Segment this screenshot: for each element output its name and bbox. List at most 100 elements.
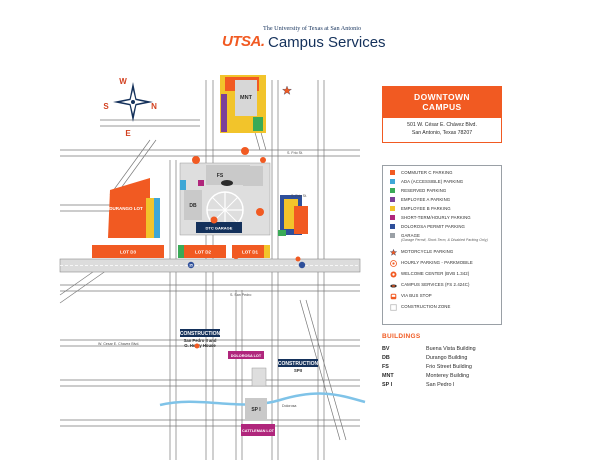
highway-number: 35 [189, 264, 193, 268]
lot-d1[interactable]: LOT D1 [232, 245, 270, 258]
svg-text:O. Henry House: O. Henry House [184, 343, 216, 348]
bus-stop-icon[interactable] [194, 343, 200, 349]
construction-zone-1[interactable]: CONSTRUCTION San Pedro II and O. Henry H… [180, 329, 221, 348]
building-code: BV [382, 346, 390, 352]
building-name: San Pedro I [426, 382, 455, 388]
legend-panel [382, 165, 502, 325]
page-title: Campus Services [268, 34, 386, 51]
legend-item: ADA (ACCESSIBLE) PARKING [390, 179, 463, 184]
street-label: S. Frio St. [291, 194, 307, 198]
legend-label: COMMUTER C PARKING [401, 170, 453, 175]
building-code: DB [382, 355, 390, 361]
monterey-building[interactable]: MNT [220, 75, 266, 133]
building-name: Durango Building [426, 355, 468, 361]
parkmobile-icon [390, 260, 397, 267]
legend-swatch [390, 215, 395, 220]
svg-text:DURANGO LOT: DURANGO LOT [109, 206, 143, 211]
building-name: Buena Vista Building [426, 346, 476, 352]
legend-item: DOLOROSA PERMIT PARKING [390, 224, 465, 229]
motorcycle-star-icon[interactable] [282, 85, 292, 95]
motorcycle-star-icon[interactable] [260, 157, 266, 163]
svg-text:CONSTRUCTION: CONSTRUCTION [278, 361, 319, 367]
welcome-center-pin-icon[interactable] [210, 216, 218, 224]
building-row: MNT Monterey Building [382, 373, 469, 379]
legend-label: SHORT-TERM/HOURLY PARKING [401, 215, 471, 220]
legend-item: MOTORCYCLE PARKING [390, 249, 453, 256]
compass-e: N [151, 102, 157, 111]
legend-label: EMPLOYEE A PARKING [401, 197, 451, 202]
pin-icon [390, 271, 397, 278]
university-name: The University of Texas at San Antonio [263, 25, 362, 32]
building-name: Monterey Building [426, 373, 470, 379]
street-label: Dolorosa [282, 404, 296, 408]
svg-text:MNT: MNT [240, 95, 253, 101]
legend-swatch [390, 206, 395, 211]
highway-shield-icon [187, 261, 195, 269]
compass-n: W [119, 77, 127, 86]
svg-text:San Pedro II and: San Pedro II and [184, 338, 217, 343]
legend-item: WELCOME CENTER (BVB 1.342) [390, 271, 469, 278]
street-label: W. Cesar E. Chavez Blvd. [98, 342, 139, 346]
legend-label: GARAGE(Garage Permit, Short-Term, & Disa… [401, 233, 488, 242]
legend-swatch [390, 179, 395, 184]
building-code: MNT [382, 373, 394, 379]
legend-item: VIA BUS STOP [390, 293, 432, 300]
svg-text:LOT D1: LOT D1 [242, 250, 258, 255]
construction-icon [390, 304, 397, 311]
legend-swatch [390, 170, 395, 175]
dolorosa-lot[interactable]: DOLOROSA LOT [228, 351, 264, 359]
building-name: Frio Street Building [426, 364, 472, 370]
parkmobile-icon[interactable] [256, 208, 264, 216]
legend-label: CAMPUS SERVICES (FS 2.424C) [401, 282, 470, 287]
svg-text:DB: DB [189, 203, 197, 209]
legend-item: GARAGE(Garage Permit, Short-Term, & Disa… [390, 233, 488, 243]
legend-swatch [390, 197, 395, 202]
compass-rose: W N E S [103, 77, 157, 138]
svg-text:SP I: SP I [251, 407, 261, 413]
san-pedro-building[interactable]: SP I [245, 367, 267, 420]
svg-text:DTC GARAGE: DTC GARAGE [206, 226, 233, 231]
compass-s: E [125, 129, 131, 138]
durango-lot[interactable]: DURANGO LOT [108, 178, 160, 238]
cattleman-lot[interactable]: CATTLEMAN LOT [241, 424, 275, 436]
legend-label: MOTORCYCLE PARKING [401, 249, 454, 254]
legend-item: EMPLOYEE A PARKING [390, 197, 450, 202]
legend-item: CONSTRUCTION ZONE [390, 304, 450, 311]
legend-label: CONSTRUCTION ZONE [401, 304, 451, 309]
address-line2: San Antonio, Texas 78207 [411, 129, 473, 136]
parkmobile-icon[interactable] [192, 156, 200, 164]
street-label: S. San Pedro [230, 293, 251, 297]
lot-d2[interactable]: LOT D2 [178, 245, 226, 258]
bus-stop-icon[interactable] [295, 256, 301, 262]
construction-zone-2[interactable]: CONSTRUCTION SPII [278, 359, 319, 373]
svg-text:FS: FS [217, 173, 224, 179]
legend-label: EMPLOYEE B PARKING [401, 206, 451, 211]
svg-text:SPII: SPII [294, 368, 302, 373]
legend-item: CAMPUS SERVICES (FS 2.424C) [390, 282, 470, 289]
utsa-logo: UTSA. [222, 33, 265, 50]
compass-w: S [103, 102, 109, 111]
street-label: S. Frio St. [287, 151, 303, 155]
dolorosa-permit-lot[interactable] [278, 195, 308, 236]
building-row: BV Buena Vista Building [382, 346, 476, 352]
svg-text:LOT D3: LOT D3 [120, 250, 136, 255]
svg-text:LOT D2: LOT D2 [195, 250, 211, 255]
parkmobile-icon[interactable] [241, 147, 249, 155]
legend-swatch [390, 233, 395, 238]
svg-text:DOLOROSA LOT: DOLOROSA LOT [231, 354, 262, 358]
svg-text:CONSTRUCTION: CONSTRUCTION [180, 331, 221, 337]
highway-shield-icon [298, 261, 306, 269]
dtc-garage[interactable]: DTC GARAGE [196, 222, 242, 233]
main-campus-block[interactable]: FS BV DB [179, 162, 271, 236]
campus-address: 501 W. César E. Chávez Blvd. San Antonio… [382, 122, 502, 137]
roadrunner-icon[interactable] [221, 180, 233, 186]
motorcycle-star-icon[interactable] [233, 253, 239, 259]
campus-name-banner: DOWNTOWN CAMPUS [382, 86, 502, 118]
lot-d3[interactable]: LOT D3 [92, 245, 164, 258]
legend-label: RESERVED PARKING [401, 188, 447, 193]
legend-label: VIA BUS STOP [401, 293, 432, 298]
river [159, 392, 366, 407]
